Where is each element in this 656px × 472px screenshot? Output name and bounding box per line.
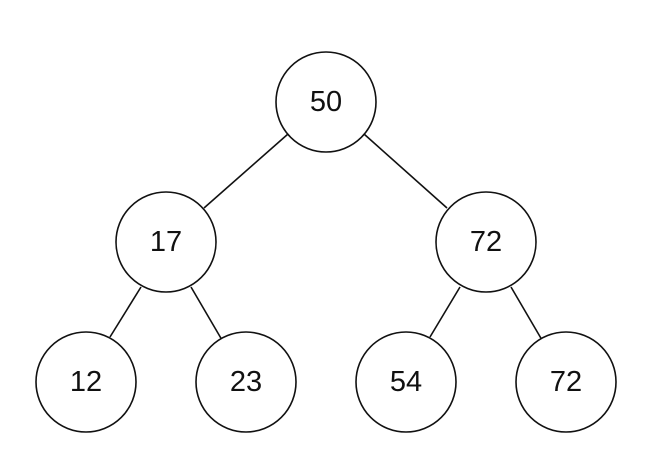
node-circle [115, 191, 217, 293]
tree-node-left-right: 23 [195, 331, 297, 433]
edges-layer [109, 133, 543, 341]
tree-node-right-right: 72 [515, 331, 617, 433]
nodes-layer: 50 17 72 12 23 54 72 [35, 51, 617, 433]
edge-right-right-left [429, 286, 461, 338]
node-value: 50 [310, 86, 342, 118]
node-circle [195, 331, 297, 433]
tree-node-left: 17 [115, 191, 217, 293]
tree-node-left-left: 12 [35, 331, 137, 433]
node-value: 54 [390, 366, 422, 398]
node-circle [355, 331, 457, 433]
node-value: 17 [150, 226, 182, 258]
node-value: 72 [470, 226, 502, 258]
edge-root-right [363, 133, 448, 209]
edge-left-left-right [190, 286, 223, 341]
edge-right-right-right [510, 286, 543, 341]
node-value: 23 [230, 366, 262, 398]
node-value: 72 [550, 366, 582, 398]
edge-root-left [203, 133, 289, 209]
edge-left-left-left [109, 286, 142, 338]
node-circle [435, 191, 537, 293]
node-circle [35, 331, 137, 433]
tree-node-right-left: 54 [355, 331, 457, 433]
tree-node-right: 72 [435, 191, 537, 293]
node-circle [275, 51, 377, 153]
node-circle [515, 331, 617, 433]
node-value: 12 [70, 366, 102, 398]
tree-node-root: 50 [275, 51, 377, 153]
